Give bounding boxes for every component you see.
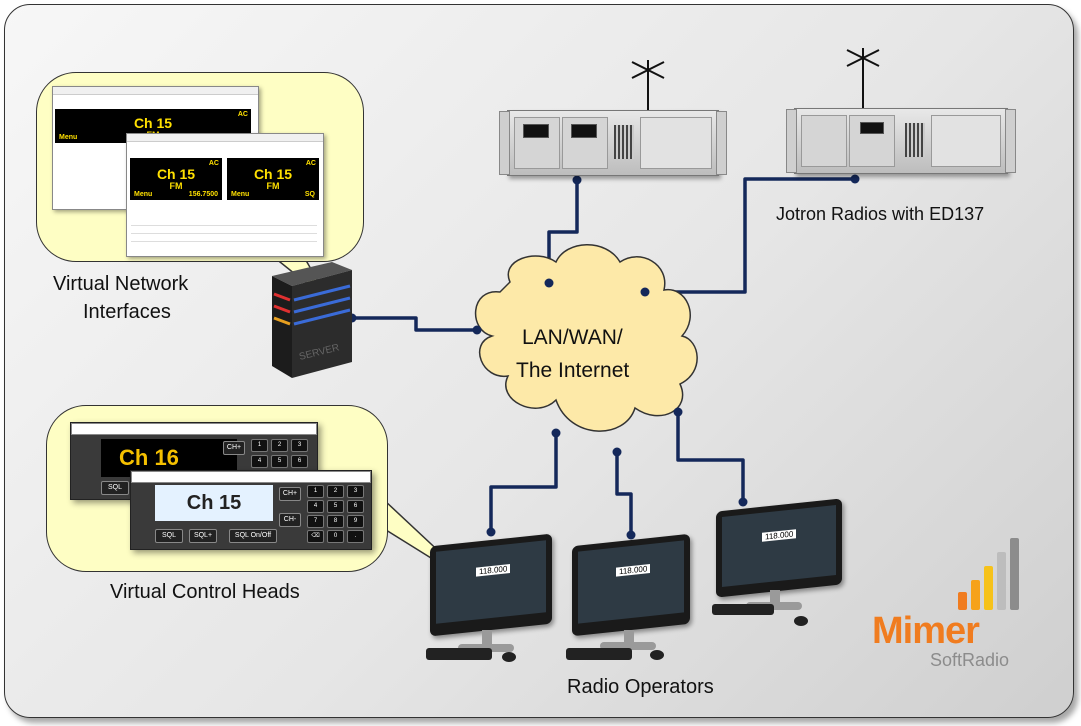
control-head-2: Ch 15 SQL SQL+ SQL On/Off CH+ CH- 1 2 3 … [130, 470, 372, 550]
radio-operators-label: Radio Operators [567, 676, 714, 698]
head2-key-3[interactable]: 3 [347, 485, 364, 498]
operator-2-mouse [650, 650, 664, 660]
head2-key-5[interactable]: 5 [327, 500, 344, 513]
operator-1-keyboard [426, 648, 492, 660]
mimer-logo-name: Mimer [872, 610, 980, 652]
jotron-radios-label: Jotron Radios with ED137 [776, 204, 985, 224]
head2-key-0[interactable]: 0 [327, 530, 344, 543]
link-op1 [489, 433, 558, 532]
operator-1-mouse [502, 652, 516, 662]
link-op2 [615, 452, 633, 535]
control-head-2-display: Ch 15 [155, 485, 273, 521]
server-icon: SERVER [266, 262, 356, 380]
head1-key-3[interactable]: 3 [291, 439, 308, 452]
control-head-1-chplus-button[interactable]: CH+ [223, 441, 245, 455]
head1-key-4[interactable]: 4 [251, 455, 268, 468]
operator-1-freq: 118.000 [476, 563, 511, 577]
head2-key-dot[interactable]: . [347, 530, 364, 543]
head1-key-1[interactable]: 1 [251, 439, 268, 452]
head2-key-8[interactable]: 8 [327, 515, 344, 528]
jotron-radio-2 [786, 108, 1016, 174]
operator-3-freq: 118.000 [762, 529, 797, 542]
control-head-2-chplus-button[interactable]: CH+ [279, 487, 301, 501]
control-head-2-sql-button[interactable]: SQL [155, 529, 183, 543]
control-head-2-chminus-button[interactable]: CH- [279, 513, 301, 527]
operator-monitor-1: 118.000 [430, 533, 552, 637]
head1-key-6[interactable]: 6 [291, 455, 308, 468]
head2-key-9[interactable]: 9 [347, 515, 364, 528]
head2-key-6[interactable]: 6 [347, 500, 364, 513]
cloud-label-1: LAN/WAN/ [522, 326, 623, 349]
link-server [352, 316, 478, 332]
control-head-2-sqlplus-button[interactable]: SQL+ [189, 529, 217, 543]
virtual-network-label-2: Interfaces [83, 301, 171, 323]
jotron-radio-1 [499, 110, 727, 176]
head2-key-7[interactable]: 7 [307, 515, 324, 528]
head2-key-1[interactable]: 1 [307, 485, 324, 498]
cloud-label-2: The Internet [516, 359, 630, 382]
operator-3-keyboard [712, 604, 774, 615]
head1-key-2[interactable]: 2 [271, 439, 288, 452]
operator-monitor-3: 118.000 [716, 498, 842, 598]
head2-key-back[interactable]: ⌫ [307, 530, 324, 543]
head2-key-4[interactable]: 4 [307, 500, 324, 513]
operator-monitor-2: 118.000 [572, 533, 690, 637]
operator-3-mouse [794, 616, 808, 626]
mimer-logo: Mimer SoftRadio [872, 538, 1032, 678]
control-head-1-sql-button[interactable]: SQL [101, 481, 129, 495]
control-head-2-sql-onoff-button[interactable]: SQL On/Off [229, 529, 277, 543]
head2-key-2[interactable]: 2 [327, 485, 344, 498]
link-op3 [676, 412, 745, 502]
virtual-control-heads-label: Virtual Control Heads [110, 581, 300, 603]
link-radio1 [547, 180, 579, 283]
head1-key-5[interactable]: 5 [271, 455, 288, 468]
operator-2-keyboard [566, 648, 632, 660]
operator-2-freq: 118.000 [616, 563, 651, 577]
link-radio2 [645, 177, 855, 294]
virtual-network-label-1: Virtual Network [53, 273, 189, 295]
mimer-logo-sub: SoftRadio [930, 650, 1010, 670]
